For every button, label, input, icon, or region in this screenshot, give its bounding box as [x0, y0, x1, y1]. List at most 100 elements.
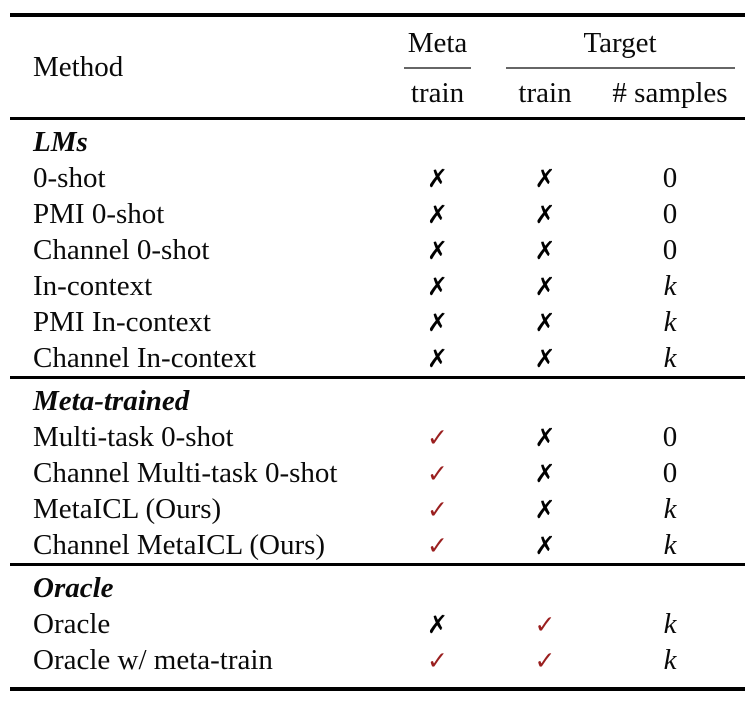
cross-icon: ✗: [534, 163, 556, 193]
cross-icon: ✗: [534, 199, 556, 229]
table-row: MetaICL (Ours) ✓ ✗ k: [10, 491, 745, 527]
column-header-meta-train: train: [410, 76, 465, 109]
meta-train-cell: ✓: [380, 529, 495, 562]
meta-train-cell: ✓: [380, 421, 495, 454]
cross-icon: ✗: [427, 343, 448, 373]
column-header-num-samples: # samples: [612, 76, 728, 109]
check-icon: ✓: [427, 530, 448, 560]
method-cell: PMI 0-shot: [33, 197, 165, 230]
target-train-cell: ✗: [495, 342, 595, 375]
target-train-cell: ✗: [495, 198, 595, 231]
section-separator-rule: [10, 376, 745, 379]
section-oracle: Oracle Oracle ✗ ✓ k Oracle w/ meta-train…: [10, 566, 745, 687]
section-meta-trained: Meta-trained Multi-task 0-shot ✓ ✗ 0 Cha…: [10, 379, 745, 563]
target-train-cell: ✗: [495, 234, 595, 267]
section-separator-rule: [10, 563, 745, 566]
target-train-cell: ✗: [495, 421, 595, 454]
bottom-rule: [10, 687, 745, 691]
cmidrule-row: [380, 67, 745, 69]
top-rule: [10, 13, 745, 17]
method-cell: Oracle: [33, 607, 111, 640]
header-separator-rule: [10, 117, 745, 120]
cross-icon: ✗: [534, 458, 556, 488]
header-right-group: Meta Target train train # samples: [380, 17, 745, 117]
cross-icon: ✗: [534, 422, 556, 452]
cross-icon: ✗: [534, 343, 556, 373]
samples-cell: 0: [662, 420, 678, 453]
table-header: Method Meta Target train train # samples: [10, 17, 745, 117]
section-title: LMs: [33, 125, 88, 158]
cross-icon: ✗: [427, 609, 448, 639]
cross-icon: ✗: [427, 307, 448, 337]
method-cell: Channel 0-shot: [33, 233, 210, 266]
column-header-target-train: train: [518, 76, 572, 109]
target-train-cell: ✗: [495, 493, 595, 526]
meta-train-cell: ✓: [380, 457, 495, 490]
column-group-target: Target: [583, 27, 657, 59]
target-train-cell: ✗: [495, 270, 595, 303]
cross-icon: ✗: [427, 199, 448, 229]
cross-icon: ✗: [534, 530, 556, 560]
cross-icon: ✗: [534, 235, 556, 265]
samples-cell: 0: [662, 233, 678, 266]
check-icon: ✓: [427, 422, 448, 452]
method-cell: PMI In-context: [33, 305, 211, 338]
method-cell: Channel MetaICL (Ours): [33, 528, 326, 561]
target-train-cell: ✗: [495, 529, 595, 562]
column-header-method: Method: [33, 50, 124, 83]
table-row: PMI 0-shot ✗ ✗ 0: [10, 196, 745, 232]
method-cell: In-context: [33, 269, 153, 302]
cross-icon: ✗: [427, 163, 448, 193]
samples-cell: k: [663, 643, 677, 676]
table-row: Multi-task 0-shot ✓ ✗ 0: [10, 419, 745, 455]
meta-train-cell: ✗: [380, 198, 495, 231]
section-title: Meta-trained: [33, 384, 190, 417]
header-sub-row: train train # samples: [380, 69, 745, 117]
samples-cell: 0: [662, 161, 678, 194]
target-train-cell: ✓: [495, 644, 595, 677]
method-cell: Channel Multi-task 0-shot: [33, 456, 338, 489]
samples-cell: 0: [662, 197, 678, 230]
check-icon: ✓: [427, 645, 448, 675]
check-icon: ✓: [427, 494, 448, 524]
table-row: Channel MetaICL (Ours) ✓ ✗ k: [10, 527, 745, 563]
cross-icon: ✗: [534, 271, 556, 301]
meta-train-cell: ✗: [380, 162, 495, 195]
check-icon: ✓: [534, 609, 556, 639]
table-row: PMI In-context ✗ ✗ k: [10, 304, 745, 340]
table-row: Oracle w/ meta-train ✓ ✓ k: [10, 642, 745, 678]
cross-icon: ✗: [534, 307, 556, 337]
meta-train-cell: ✓: [380, 644, 495, 677]
table-row: Channel 0-shot ✗ ✗ 0: [10, 232, 745, 268]
samples-cell: k: [663, 528, 677, 561]
table-row: Oracle ✗ ✓ k: [10, 606, 745, 642]
methods-comparison-table: Method Meta Target train train # samples: [10, 13, 745, 691]
cmidrule-meta-wrap: [380, 67, 495, 69]
method-cell: MetaICL (Ours): [33, 492, 222, 525]
meta-train-cell: ✗: [380, 306, 495, 339]
table-row: Channel In-context ✗ ✗ k: [10, 340, 745, 376]
target-train-cell: ✗: [495, 306, 595, 339]
check-icon: ✓: [427, 458, 448, 488]
cmidrule-target: [505, 67, 735, 69]
meta-train-cell: ✗: [380, 234, 495, 267]
method-cell: Channel In-context: [33, 341, 257, 374]
meta-train-cell: ✗: [380, 342, 495, 375]
method-cell: Multi-task 0-shot: [33, 420, 234, 453]
cross-icon: ✗: [534, 494, 556, 524]
check-icon: ✓: [534, 645, 556, 675]
target-train-cell: ✗: [495, 162, 595, 195]
samples-cell: k: [663, 341, 677, 374]
meta-train-cell: ✗: [380, 608, 495, 641]
cross-icon: ✗: [427, 235, 448, 265]
header-group-row: Meta Target: [380, 17, 745, 67]
method-cell: Oracle w/ meta-train: [33, 643, 273, 676]
target-train-cell: ✗: [495, 457, 595, 490]
table-row: 0-shot ✗ ✗ 0: [10, 160, 745, 196]
method-cell: 0-shot: [33, 161, 106, 194]
cross-icon: ✗: [427, 271, 448, 301]
samples-cell: 0: [662, 456, 678, 489]
table-row: Channel Multi-task 0-shot ✓ ✗ 0: [10, 455, 745, 491]
samples-cell: k: [663, 269, 677, 302]
